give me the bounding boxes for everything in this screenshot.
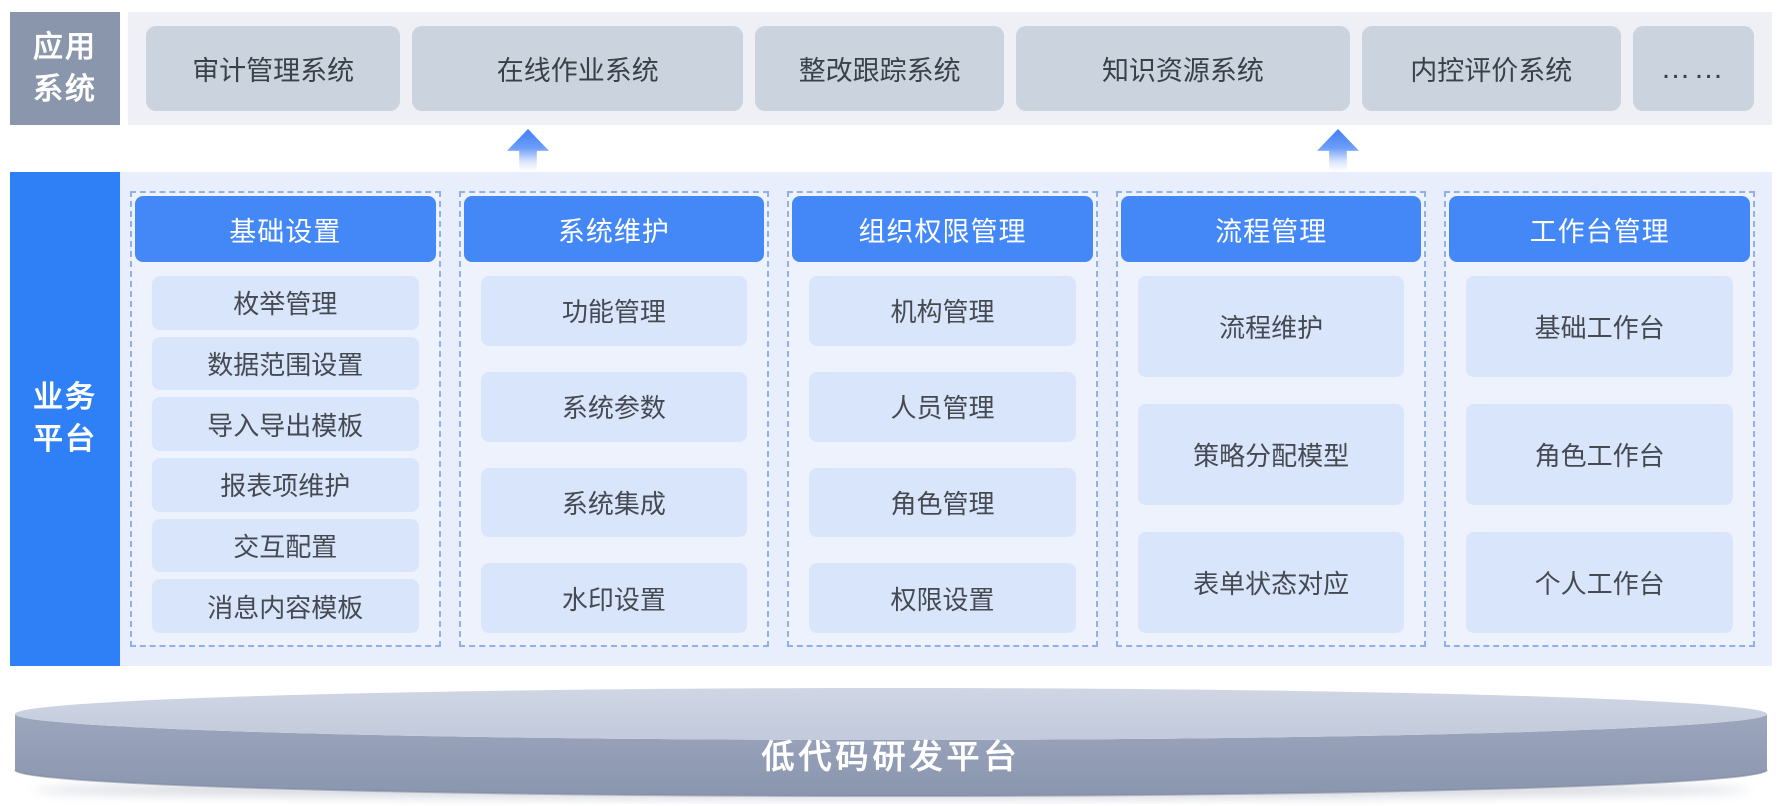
disc-bottom-edge: [14, 769, 1768, 797]
item-basic-workbench: 基础工作台: [1466, 276, 1733, 377]
low-code-platform-disc: 低代码研发平台: [10, 684, 1772, 804]
item-role-management: 角色管理: [809, 467, 1076, 538]
item-process-maintenance: 流程维护: [1137, 276, 1405, 377]
system-box-ellipsis: ……: [1633, 26, 1754, 111]
column-header: 工作台管理: [1449, 196, 1750, 262]
item-role-workbench: 角色工作台: [1466, 404, 1733, 505]
item-permission-settings: 权限设置: [809, 563, 1076, 633]
column-header: 系统维护: [463, 196, 765, 262]
system-box-internal-control-evaluation: 内控评价系统: [1361, 26, 1621, 111]
item-enum-management: 枚举管理: [152, 276, 419, 330]
business-platform-section: 业务 平台 基础设置 枚举管理 数据范围设置 导入导出模板 报表项维护 交互配置…: [10, 172, 1772, 666]
business-platform-label-text: 业务 平台: [33, 377, 97, 461]
item-personal-workbench: 个人工作台: [1466, 532, 1733, 633]
application-systems-row: 应用 系统 审计管理系统 在线作业系统 整改跟踪系统 知识资源系统 内控评价系统…: [10, 12, 1772, 125]
label-line-2: 平台: [33, 423, 97, 456]
column-workbench-management: 工作台管理 基础工作台 角色工作台 个人工作台: [1444, 191, 1755, 647]
low-code-platform-title: 低代码研发平台: [762, 738, 1021, 775]
business-platform-label: 业务 平台: [10, 172, 120, 666]
disc-top-surface: [15, 688, 1767, 740]
item-import-export-templates: 导入导出模板: [152, 397, 419, 452]
business-platform-columns: 基础设置 枚举管理 数据范围设置 导入导出模板 报表项维护 交互配置 消息内容模…: [120, 172, 1772, 666]
up-arrow-icon: [507, 129, 549, 171]
item-form-status-mapping: 表单状态对应: [1137, 532, 1405, 633]
item-interaction-config: 交互配置: [152, 518, 419, 573]
column-item-list: 枚举管理 数据范围设置 导入导出模板 报表项维护 交互配置 消息内容模板: [152, 276, 419, 634]
column-item-list: 流程维护 策略分配模型 表单状态对应: [1137, 276, 1405, 633]
application-systems-strip: 审计管理系统 在线作业系统 整改跟踪系统 知识资源系统 内控评价系统 ……: [128, 12, 1772, 125]
column-system-maintenance: 系统维护 功能管理 系统参数 系统集成 水印设置: [458, 191, 770, 647]
item-report-item-maintenance: 报表项维护: [152, 458, 419, 512]
system-box-audit-management: 审计管理系统: [146, 26, 401, 111]
system-box-rectification-tracking: 整改跟踪系统: [755, 26, 1005, 111]
column-item-list: 机构管理 人员管理 角色管理 权限设置: [809, 276, 1076, 633]
layer-connector-row: [10, 125, 1772, 172]
application-systems-label-text: 应用 系统: [33, 27, 97, 111]
disc-side: [15, 714, 1767, 796]
column-header: 组织权限管理: [792, 196, 1093, 262]
column-org-permission-management: 组织权限管理 机构管理 人员管理 角色管理 权限设置: [787, 191, 1098, 647]
item-system-parameters: 系统参数: [480, 371, 748, 442]
label-line-1: 业务: [33, 381, 97, 414]
system-box-knowledge-resources: 知识资源系统: [1016, 26, 1350, 111]
label-line-1: 应用: [33, 30, 97, 64]
item-system-integration: 系统集成: [480, 467, 748, 538]
cylinder-disc-graphic: 低代码研发平台: [14, 688, 1768, 799]
item-watermark-settings: 水印设置: [480, 563, 748, 633]
column-item-list: 基础工作台 角色工作台 个人工作台: [1466, 276, 1733, 633]
item-personnel-management: 人员管理: [809, 371, 1076, 442]
system-box-online-operations: 在线作业系统: [412, 26, 744, 111]
column-basic-settings: 基础设置 枚举管理 数据范围设置 导入导出模板 报表项维护 交互配置 消息内容模…: [130, 191, 441, 647]
item-organization-management: 机构管理: [809, 276, 1076, 346]
item-strategy-allocation-model: 策略分配模型: [1137, 404, 1405, 505]
column-header: 流程管理: [1120, 196, 1422, 262]
column-process-management: 流程管理 流程维护 策略分配模型 表单状态对应: [1115, 191, 1427, 647]
item-message-content-templates: 消息内容模板: [152, 579, 419, 634]
application-systems-label: 应用 系统: [10, 12, 120, 125]
item-data-scope-settings: 数据范围设置: [152, 336, 419, 391]
column-item-list: 功能管理 系统参数 系统集成 水印设置: [480, 276, 748, 633]
column-header: 基础设置: [135, 196, 436, 262]
item-function-management: 功能管理: [480, 276, 748, 346]
up-arrow-icon: [1317, 129, 1359, 171]
label-line-2: 系统: [33, 72, 97, 106]
